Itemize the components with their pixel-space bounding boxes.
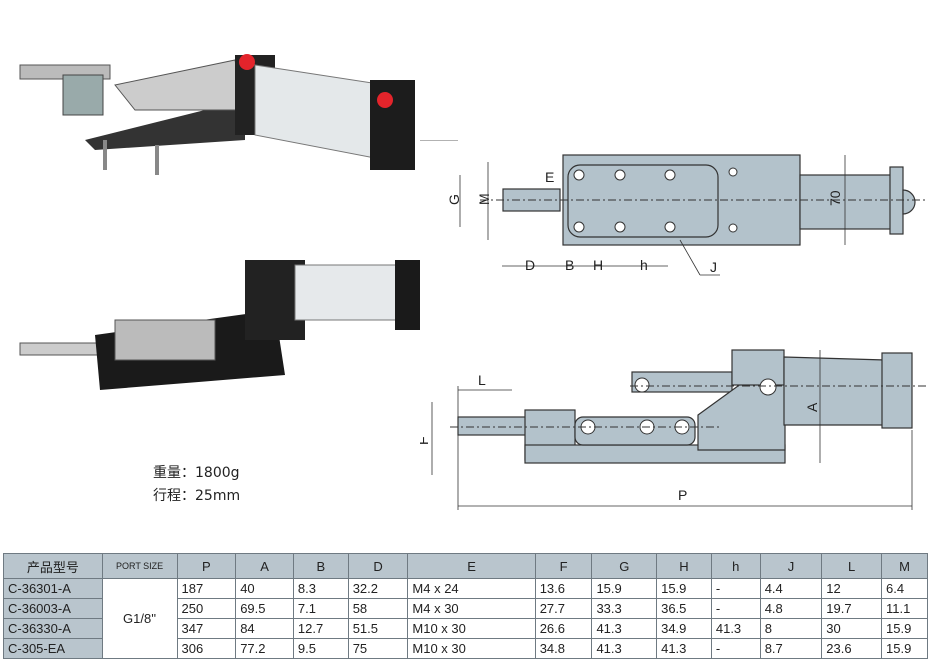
value-cell: 15.9 xyxy=(881,618,928,639)
value-cell: M4 x 30 xyxy=(407,598,536,619)
col-port-size: PORT SIZE xyxy=(101,553,178,579)
value-cell: 41.3 xyxy=(710,618,761,639)
value-cell: 8 xyxy=(759,618,823,639)
label-h-lower: h xyxy=(640,257,648,273)
value-cell: 27.7 xyxy=(534,598,593,619)
table-header-row: 产品型号 PORT SIZE P A B D E F G H h J L M xyxy=(3,553,928,579)
value-cell: 15.9 xyxy=(881,638,928,659)
value-cell: M10 x 30 xyxy=(407,638,536,659)
value-cell: 41.3 xyxy=(656,638,712,659)
label-h-upper: H xyxy=(593,257,603,273)
value-cell: 12.7 xyxy=(292,618,349,639)
model-cell: C-305-EA xyxy=(3,638,103,659)
value-cell: 84 xyxy=(235,618,294,639)
weight-spec: 重量：1800g xyxy=(153,465,240,481)
value-cell: 41.3 xyxy=(591,618,658,639)
value-cell: 7.1 xyxy=(292,598,349,619)
label-j: J xyxy=(710,259,717,275)
col-m: M xyxy=(881,553,928,579)
value-cell: 75 xyxy=(347,638,409,659)
value-cell: 13.6 xyxy=(534,578,593,599)
value-cell: 347 xyxy=(176,618,237,639)
product-photo-top xyxy=(19,54,415,175)
value-cell: 306 xyxy=(176,638,237,659)
label-a: A xyxy=(804,402,820,412)
value-cell: 40 xyxy=(235,578,294,599)
value-cell: 187 xyxy=(176,578,237,599)
spec-table: 产品型号 PORT SIZE P A B D E F G H h J L M C… xyxy=(3,553,928,659)
value-cell: M10 x 30 xyxy=(407,618,536,639)
value-cell: 9.5 xyxy=(292,638,349,659)
value-cell: 4.4 xyxy=(759,578,823,599)
value-cell: 69.5 xyxy=(235,598,294,619)
label-f: F xyxy=(420,436,431,445)
col-h-upper: H xyxy=(656,553,712,579)
value-cell: 32.2 xyxy=(347,578,409,599)
value-cell: 34.9 xyxy=(656,618,712,639)
col-f: F xyxy=(534,553,593,579)
col-p: P xyxy=(176,553,237,579)
model-cell: C-36301-A xyxy=(3,578,103,599)
col-e: E xyxy=(407,553,536,579)
label-70: 70 xyxy=(827,190,843,206)
model-cell: C-36330-A xyxy=(3,618,103,639)
technical-drawing: E G M D B H h J 70 L F A P xyxy=(420,140,928,510)
col-l: L xyxy=(821,553,883,579)
stroke-spec: 行程：25mm xyxy=(153,488,241,504)
label-l: L xyxy=(478,372,486,388)
col-g: G xyxy=(591,553,658,579)
value-cell: - xyxy=(710,598,761,619)
value-cell: 51.5 xyxy=(347,618,409,639)
value-cell: 19.7 xyxy=(821,598,883,619)
label-b: B xyxy=(565,257,574,273)
value-cell: 23.6 xyxy=(821,638,883,659)
col-j: J xyxy=(759,553,823,579)
col-a: A xyxy=(235,553,294,579)
label-g: G xyxy=(446,194,462,205)
value-cell: M4 x 24 xyxy=(407,578,536,599)
product-photo-bottom xyxy=(19,260,420,390)
value-cell: 30 xyxy=(821,618,883,639)
label-m: M xyxy=(476,193,492,205)
label-p: P xyxy=(678,487,687,503)
label-d: D xyxy=(525,257,535,273)
value-cell: 58 xyxy=(347,598,409,619)
value-cell: - xyxy=(710,638,761,659)
col-model: 产品型号 xyxy=(3,553,103,579)
value-cell: 15.9 xyxy=(591,578,658,599)
port-size-cell: G1/8'' xyxy=(101,578,178,659)
value-cell: 77.2 xyxy=(235,638,294,659)
value-cell: 34.8 xyxy=(534,638,593,659)
value-cell: 36.5 xyxy=(656,598,712,619)
value-cell: 8.7 xyxy=(759,638,823,659)
col-b: B xyxy=(292,553,349,579)
col-h-lower: h xyxy=(710,553,761,579)
value-cell: 41.3 xyxy=(591,638,658,659)
col-d: D xyxy=(347,553,409,579)
value-cell: 8.3 xyxy=(292,578,349,599)
value-cell: 12 xyxy=(821,578,883,599)
value-cell: 6.4 xyxy=(881,578,928,599)
value-cell: 26.6 xyxy=(534,618,593,639)
value-cell: 250 xyxy=(176,598,237,619)
value-cell: - xyxy=(710,578,761,599)
value-cell: 11.1 xyxy=(881,598,928,619)
label-e: E xyxy=(545,169,554,185)
model-cell: C-36003-A xyxy=(3,598,103,619)
value-cell: 15.9 xyxy=(656,578,712,599)
value-cell: 33.3 xyxy=(591,598,658,619)
value-cell: 4.8 xyxy=(759,598,823,619)
